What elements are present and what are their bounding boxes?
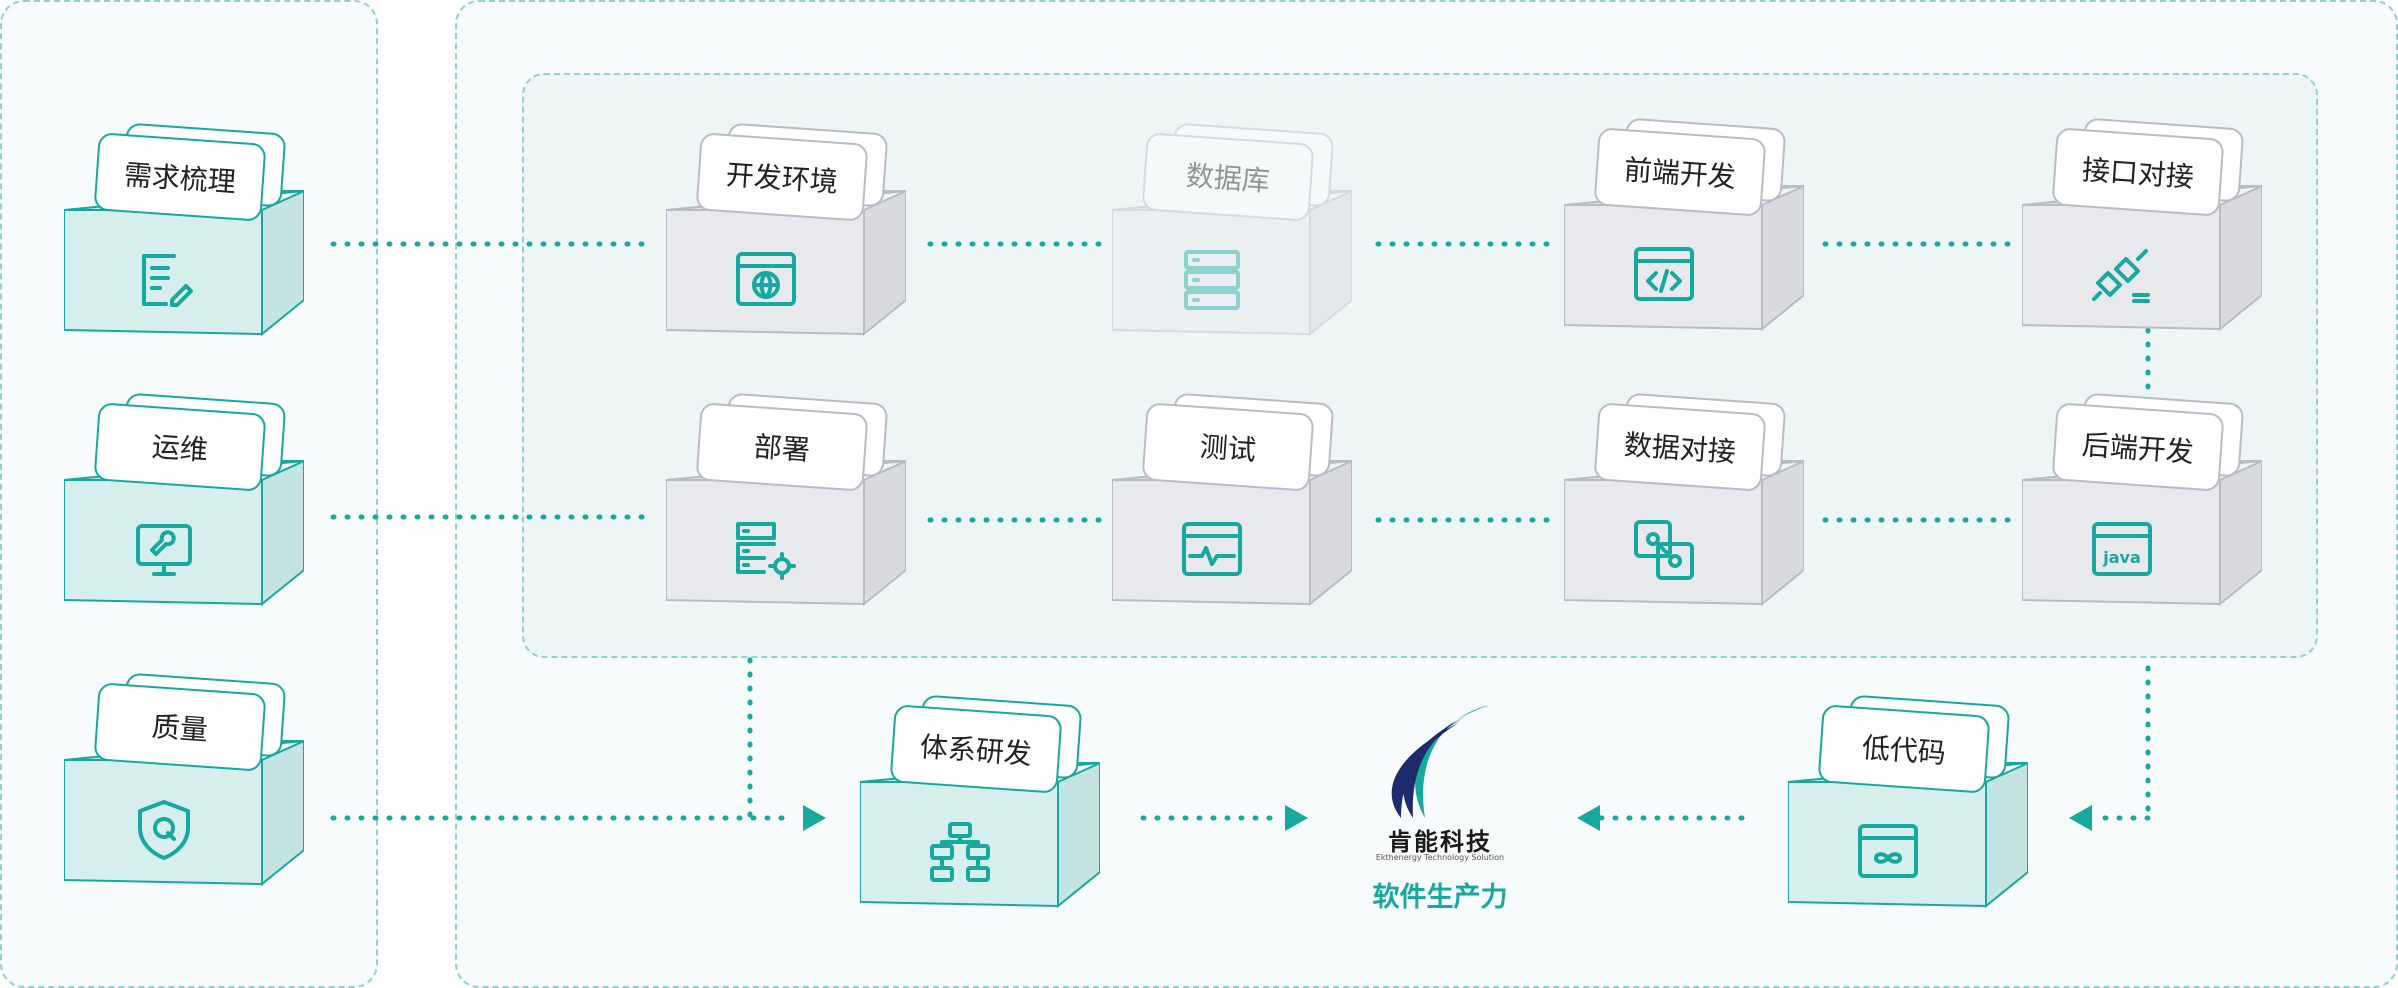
block-operations[interactable]: 运维: [64, 392, 304, 648]
browser-globe-icon: [736, 252, 796, 306]
block-system-dev-label: 体系研发: [889, 704, 1063, 794]
server-stack-icon: [1184, 250, 1240, 310]
block-system-dev[interactable]: 体系研发: [860, 694, 1100, 950]
code-window-icon: [1634, 247, 1694, 301]
arrow-into-logo-left: [1285, 805, 1308, 831]
logo-subtitle: Ekthenergy Technology Solution: [1375, 853, 1505, 862]
monitor-wrench-icon: [136, 524, 192, 576]
block-frontend-label: 前端开发: [1593, 127, 1767, 217]
block-deploy[interactable]: 部署: [666, 392, 906, 648]
block-requirements-label: 需求梳理: [93, 132, 267, 222]
company-logo: [1391, 705, 1490, 818]
arrow-into-logo-right: [1577, 805, 1600, 831]
document-edit-icon: [142, 254, 193, 307]
logo-company-name: 肯能科技: [1388, 828, 1492, 856]
block-dev-env-label: 开发环境: [695, 132, 869, 222]
block-database[interactable]: 数据库: [1112, 122, 1352, 378]
org-chart-icon: [930, 822, 990, 882]
svg-text:java: java: [2102, 548, 2141, 567]
block-testing-label: 测试: [1141, 402, 1315, 492]
software-productivity-caption: 软件生产力: [1372, 882, 1508, 913]
block-quality[interactable]: 质量: [64, 672, 304, 928]
block-data-integration-label: 数据对接: [1593, 402, 1767, 492]
block-api-label: 接口对接: [2051, 127, 2225, 217]
block-data-integration[interactable]: 数据对接: [1564, 392, 1804, 648]
infinity-window-icon: [1858, 824, 1918, 878]
plug-connector-icon: [2092, 249, 2150, 303]
block-low-code-label: 低代码: [1817, 704, 1991, 794]
arrow-into-low-code: [2069, 805, 2092, 831]
block-frontend[interactable]: 前端开发: [1564, 117, 1804, 373]
block-dev-env[interactable]: 开发环境: [666, 122, 906, 378]
block-testing[interactable]: 测试: [1112, 392, 1352, 648]
block-api[interactable]: 接口对接: [2022, 117, 2262, 373]
block-quality-label: 质量: [93, 682, 267, 772]
block-deploy-label: 部署: [695, 402, 869, 492]
block-low-code[interactable]: 低代码: [1788, 694, 2028, 950]
block-backend[interactable]: 后端开发 java: [2022, 392, 2262, 648]
waveform-window-icon: [1182, 522, 1242, 576]
block-backend-label: 后端开发: [2051, 402, 2225, 492]
linked-squares-icon: [1634, 520, 1694, 580]
server-gear-icon: [736, 522, 796, 580]
arrow-into-system-dev: [803, 805, 826, 831]
shield-q-icon: [138, 800, 190, 860]
block-requirements[interactable]: 需求梳理: [64, 122, 304, 378]
block-operations-label: 运维: [93, 402, 267, 492]
block-database-label: 数据库: [1141, 132, 1315, 222]
java-window-icon: java: [2092, 522, 2152, 576]
